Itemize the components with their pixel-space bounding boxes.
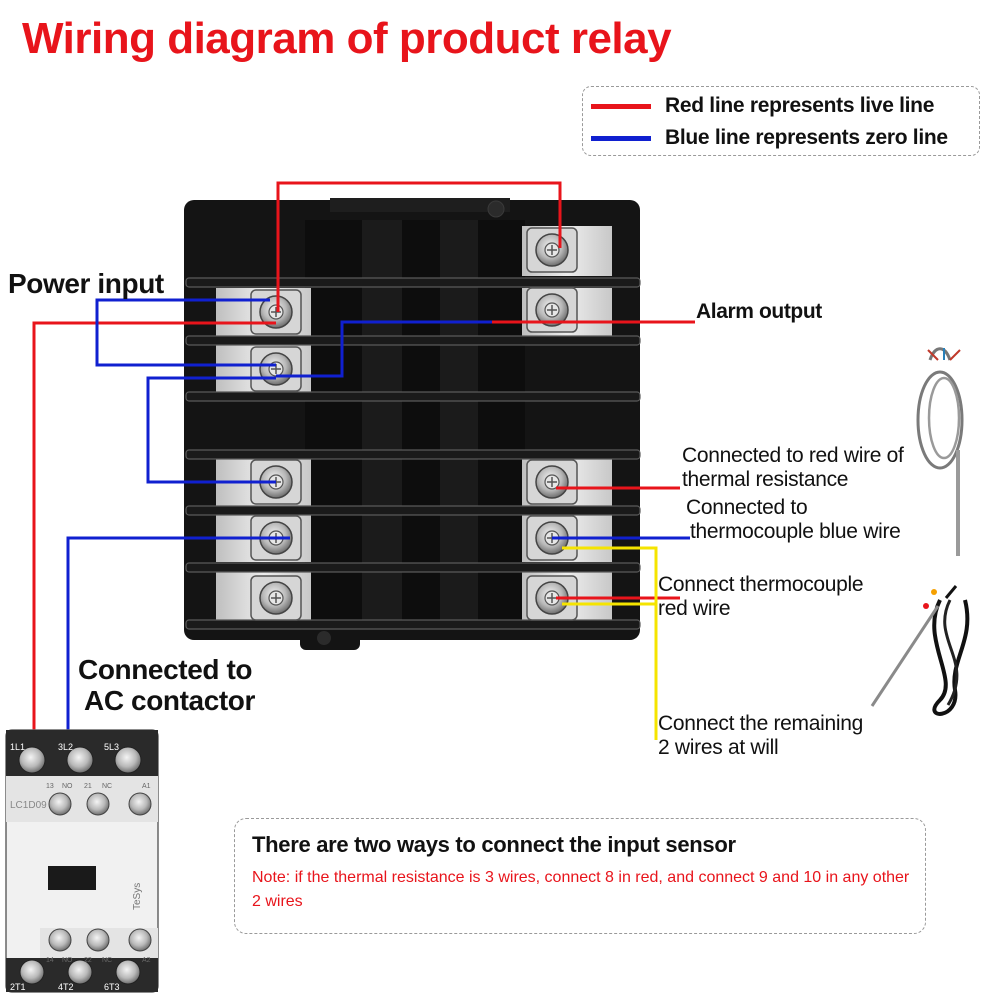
terminal-label-1l1: 1L1 — [10, 742, 25, 752]
note-text: Note: if the thermal resistance is 3 wir… — [252, 869, 910, 910]
aux-label-nc-2: NC — [102, 957, 112, 964]
tc-red-label-line1: Connect thermocouple — [658, 573, 864, 596]
power-input-label: Power input — [8, 268, 164, 299]
remaining-wires-label-line1: Connect the remaining — [658, 712, 863, 735]
aux-label-13: 13 — [46, 783, 54, 790]
zero-wires — [66, 298, 690, 740]
contactor-brand: TeSys — [132, 883, 143, 910]
aux-label-a1: A1 — [142, 783, 151, 790]
legend: Red line represents live line Blue line … — [582, 86, 980, 156]
ac-contactor-label-line1: Connected to — [78, 654, 253, 685]
tc-blue-label-line2: thermocouple blue wire — [690, 520, 901, 543]
remaining-wires-label-line2: 2 wires at will — [658, 736, 779, 759]
aux-label-22: 22 — [84, 957, 92, 964]
screw-terminal-icon — [526, 459, 578, 505]
page-title: Wiring diagram of product relay — [22, 14, 672, 63]
rtd-sensor-icon — [916, 347, 964, 556]
legend-label-live: Red line represents live line — [665, 94, 935, 117]
terminal-label-3l2: 3L2 — [58, 742, 73, 752]
aux-label-no: NO — [62, 783, 73, 790]
terminal-label-4t2: 4T2 — [58, 982, 74, 992]
legend-swatch-live — [591, 103, 651, 109]
screw-terminal-icon — [526, 227, 578, 273]
contactor-model: LC1D09 — [10, 800, 47, 811]
free-wires — [562, 546, 658, 740]
terminal-label-2t1: 2T1 — [10, 982, 26, 992]
aux-label-21: 21 — [84, 783, 92, 790]
thermal-red-label-line1: Connected to red wire of — [682, 444, 904, 467]
screw-terminal-icon — [250, 289, 302, 335]
aux-label-14: 14 — [46, 957, 54, 964]
legend-swatch-zero — [591, 135, 651, 141]
note-box — [234, 818, 926, 934]
ac-contactor-label-line2: AC contactor — [84, 685, 255, 716]
legend-item-live: Red line represents live line — [591, 91, 934, 121]
note-heading: There are two ways to connect the input … — [252, 832, 736, 857]
relay-terminal-block — [184, 198, 641, 650]
thermocouple-probe-icon — [870, 585, 970, 716]
live-wires — [32, 181, 695, 740]
alarm-output-label: Alarm output — [696, 300, 822, 323]
aux-label-no-2: NO — [62, 957, 73, 964]
aux-label-a2: A2 — [142, 957, 151, 964]
aux-label-nc: NC — [102, 783, 112, 790]
tc-blue-label-line1: Connected to — [686, 496, 808, 519]
terminal-label-5l3: 5L3 — [104, 742, 119, 752]
legend-label-zero: Blue line represents zero line — [665, 126, 948, 149]
screw-terminal-icon — [526, 287, 578, 333]
screw-terminal-icon — [250, 346, 302, 392]
screw-terminal-icon — [250, 575, 302, 621]
ac-contactor-icon: 1L1 3L2 5L3 2T1 4T2 6T3 13 NO 21 NC A1 1… — [5, 729, 159, 993]
terminal-label-6t3: 6T3 — [104, 982, 120, 992]
legend-item-zero: Blue line represents zero line — [591, 123, 948, 153]
thermal-red-label-line2: thermal resistance — [682, 468, 849, 491]
tc-red-label-line2: red wire — [658, 597, 731, 620]
